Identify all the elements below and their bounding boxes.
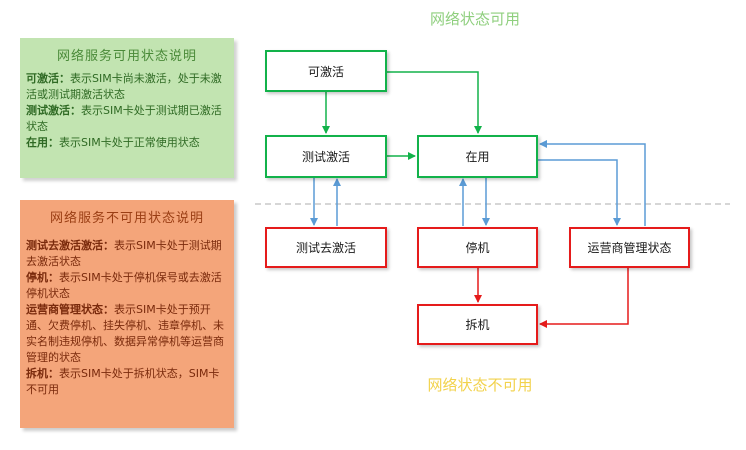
unavailable-panel-body: 测试去激活激活：表示SIM卡处于测试期去激活状态 停机：表示SIM卡处于停机保号…	[20, 238, 234, 398]
entry-term: 测试激活：	[26, 104, 81, 117]
unavailable-description-panel: 网络服务不可用状态说明 测试去激活激活：表示SIM卡处于测试期去激活状态 停机：…	[20, 200, 234, 428]
arrow-carrier-managed-to-dismantled	[539, 268, 629, 328]
entry-term: 可激活：	[26, 72, 70, 85]
entry-desc: 表示SIM卡尚未激活，处于未激活或测试期激活状态	[26, 72, 222, 101]
entry-desc: 表示SIM卡处于预开通、欠费停机、挂失停机、违章停机、未实名制违规停机、数据异常…	[26, 303, 224, 364]
available-panel-title: 网络服务可用状态说明	[56, 49, 197, 64]
unavailable-region-title: 网络状态不可用	[427, 376, 533, 394]
entry-term: 运营商管理状态：	[26, 303, 114, 316]
entry-term: 停机：	[26, 271, 59, 284]
entry-desc: 表示SIM卡处于正常使用状态	[59, 136, 200, 149]
arrow-in-use-to-carrier-managed	[538, 159, 621, 226]
arrow-activatable-to-in-use	[387, 71, 482, 134]
node-dismantled: 拆机	[417, 304, 538, 345]
entry-term: 在用：	[26, 136, 59, 149]
arrow-carrier-managed-to-in-use	[539, 140, 646, 226]
description-entry: 停机：表示SIM卡处于停机保号或去激活停机状态	[26, 270, 228, 302]
available-description-panel: 网络服务可用状态说明 可激活：表示SIM卡尚未激活，处于未激活或测试期激活状态 …	[20, 38, 234, 178]
description-entry: 在用：表示SIM卡处于正常使用状态	[26, 135, 228, 151]
available-panel-body: 可激活：表示SIM卡尚未激活，处于未激活或测试期激活状态 测试激活：表示SIM卡…	[20, 71, 234, 151]
available-region-title: 网络状态可用	[429, 10, 520, 28]
node-test-activation: 测试激活	[265, 135, 387, 178]
entry-term: 拆机：	[26, 367, 59, 380]
description-entry: 可激活：表示SIM卡尚未激活，处于未激活或测试期激活状态	[26, 71, 228, 103]
description-entry: 测试去激活激活：表示SIM卡处于测试期去激活状态	[26, 238, 228, 270]
unavailable-panel-title: 网络服务不可用状态说明	[49, 211, 204, 226]
entry-desc: 表示SIM卡处于测试期已激活状态	[26, 104, 222, 133]
entry-desc: 表示SIM卡处于停机保号或去激活停机状态	[26, 271, 222, 300]
node-suspended: 停机	[417, 227, 538, 268]
node-in-use: 在用	[417, 135, 538, 178]
description-entry: 运营商管理状态：表示SIM卡处于预开通、欠费停机、挂失停机、违章停机、未实名制违…	[26, 302, 228, 366]
description-entry: 测试激活：表示SIM卡处于测试期已激活状态	[26, 103, 228, 135]
entry-desc: 表示SIM卡处于拆机状态，SIM卡不可用	[26, 367, 220, 396]
node-test-deactivation: 测试去激活	[265, 227, 387, 268]
node-activatable: 可激活	[265, 50, 387, 92]
entry-term: 测试去激活激活：	[26, 239, 114, 252]
description-entry: 拆机：表示SIM卡处于拆机状态，SIM卡不可用	[26, 366, 228, 398]
node-carrier-managed: 运营商管理状态	[569, 227, 690, 268]
entry-desc: 表示SIM卡处于测试期去激活状态	[26, 239, 222, 268]
